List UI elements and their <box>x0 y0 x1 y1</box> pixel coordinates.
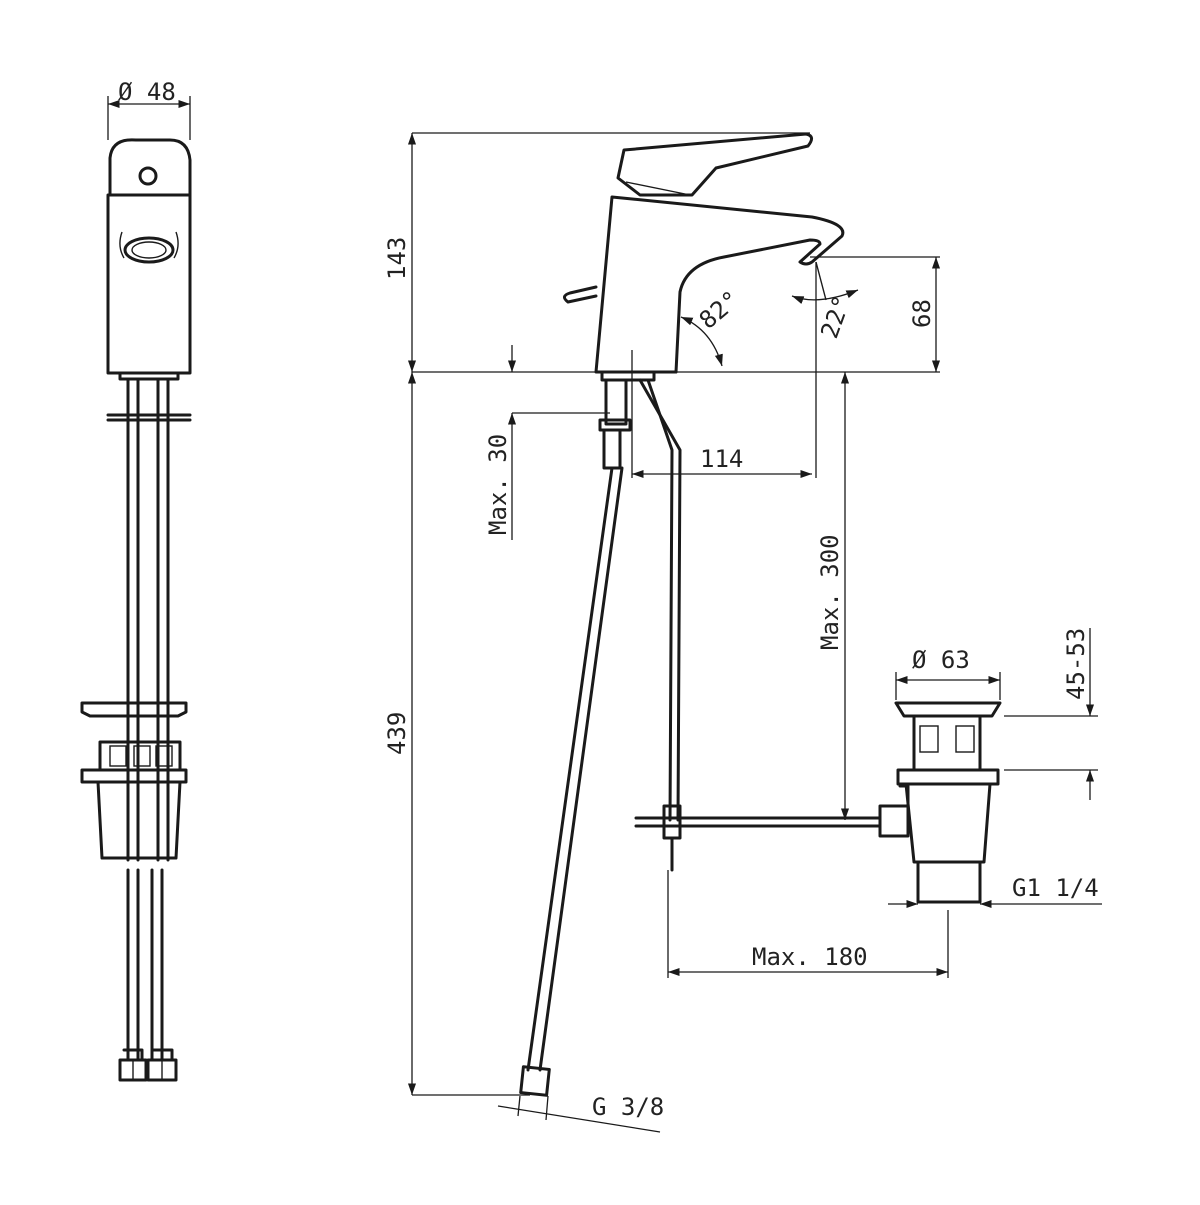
front-diameter-label: Ø 48 <box>118 78 176 106</box>
total-length-label: 439 <box>383 712 411 755</box>
angle-spout-label: 82° <box>694 285 745 334</box>
height-spout-label: 143 <box>383 237 411 280</box>
reach-label: 114 <box>700 445 743 473</box>
max-thickness-label: Max. 30 <box>484 434 512 535</box>
max-horizontal-label: Max. 180 <box>752 943 868 971</box>
drain-diameter-label: Ø 63 <box>912 646 970 674</box>
pop-up-range-label: 45-53 <box>1062 628 1090 700</box>
drain-thread-label: G1 1/4 <box>1012 874 1099 902</box>
height-outlet-label: 68 <box>908 299 936 328</box>
front-view: Ø 48 <box>80 78 192 1082</box>
hose-thread-label: G 3/8 <box>592 1093 664 1121</box>
max-rod-label: Max. 300 <box>816 534 844 650</box>
side-view: 143 439 68 Max. 30 114 Max. 300 82° <box>383 132 1102 1133</box>
